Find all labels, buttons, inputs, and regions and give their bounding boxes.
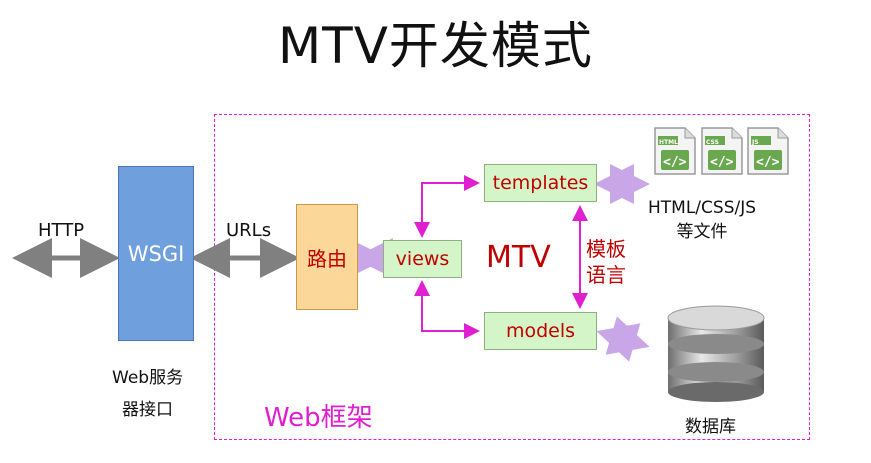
- database-icon: [667, 305, 765, 402]
- template-language-line2: 语言: [586, 263, 626, 287]
- css-file-icon: [701, 127, 743, 175]
- templates-block: templates: [484, 164, 597, 202]
- page-title: MTV开发模式: [278, 17, 593, 75]
- wsgi-label: WSGI: [127, 241, 185, 266]
- http-label: HTTP: [38, 220, 85, 241]
- static-files-line1: HTML/CSS/JS: [648, 198, 757, 218]
- wsgi-block: WSGI: [118, 166, 194, 341]
- html-code-glyph: </>: [663, 155, 687, 170]
- static-files-line2: 等文件: [676, 222, 728, 242]
- views-templates-arrow: [414, 175, 480, 238]
- mtv-label: MTV: [486, 240, 551, 275]
- models-label: models: [505, 320, 576, 342]
- css-file-tag: CSS: [706, 139, 719, 146]
- html-file-icon: [654, 127, 696, 175]
- web-server-line1: Web服务: [112, 368, 184, 388]
- router-label: 路由: [307, 246, 347, 271]
- database-label: 数据库: [685, 417, 736, 437]
- views-label: views: [395, 248, 450, 270]
- html-file-tag: HTML: [659, 139, 678, 146]
- models-block: models: [484, 312, 597, 350]
- web-server-line2: 器接口: [122, 400, 173, 420]
- web-server-interface-label: Web服务 器接口: [112, 362, 183, 426]
- js-file-tag: JS: [751, 139, 759, 146]
- css-code-glyph: </>: [710, 155, 734, 170]
- router-block: 路由: [296, 204, 358, 310]
- models-database-arrow: [596, 316, 650, 362]
- static-files-label: HTML/CSS/JS 等文件: [648, 196, 756, 244]
- views-block: views: [383, 240, 462, 278]
- templates-label: templates: [492, 172, 589, 194]
- js-code-glyph: </>: [756, 155, 780, 170]
- template-language-label: 模板 语言: [586, 236, 626, 288]
- views-models-arrow: [414, 280, 480, 339]
- template-language-line1: 模板: [586, 237, 626, 261]
- web-framework-label: Web框架: [264, 403, 373, 433]
- js-file-icon: [747, 127, 789, 175]
- urls-label: URLs: [226, 220, 272, 241]
